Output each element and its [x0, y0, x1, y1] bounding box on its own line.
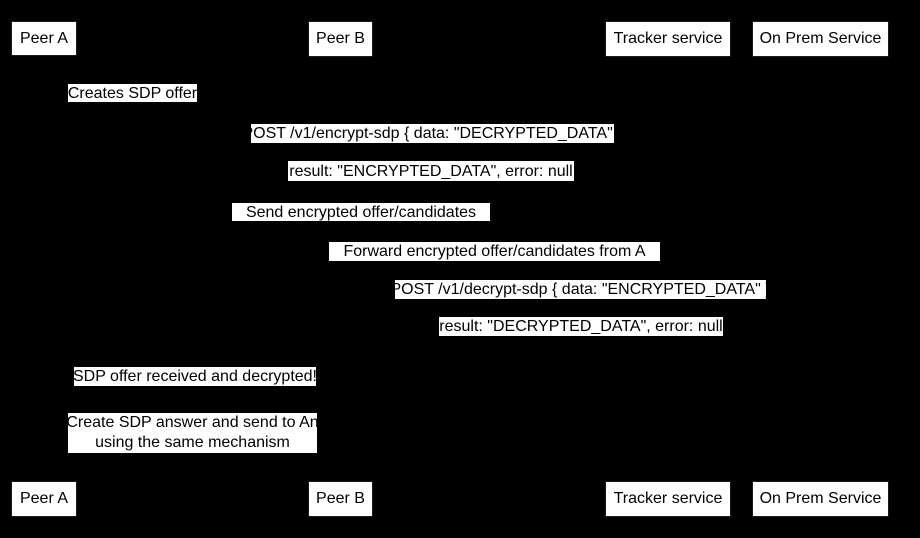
message-decrypt-result: { result: "DECRYPTED_DATA", error: null …: [429, 317, 733, 336]
actor-peer-b-bottom: Peer B: [308, 481, 373, 517]
message-send-encrypted-offer: Send encrypted offer/candidates: [232, 203, 490, 221]
note-line-2: using the same mechanism: [95, 434, 290, 451]
actor-on-prem-service-bottom: On Prem Service: [752, 481, 889, 517]
message-creates-sdp-offer: Creates SDP offer: [67, 84, 198, 102]
note-line-1: Create SDP answer and send to An: [66, 414, 319, 431]
message-forward-encrypted-offer: Forward encrypted offer/candidates from …: [329, 242, 660, 261]
actor-tracker-service-bottom: Tracker service: [605, 481, 731, 517]
message-encrypt-result: { result: "ENCRYPTED_DATA", error: null …: [279, 161, 583, 181]
actor-on-prem-service-top: On Prem Service: [752, 21, 889, 57]
message-post-encrypt-sdp: POST /v1/encrypt-sdp { data: "DECRYPTED_…: [242, 124, 623, 143]
message-post-decrypt-sdp: POST /v1/decrypt-sdp { data: "ENCRYPTED_…: [390, 280, 771, 299]
actor-peer-a-bottom: Peer A: [11, 481, 77, 517]
message-sdp-offer-received: SDP offer received and decrypted!: [73, 367, 317, 386]
actor-tracker-service-top: Tracker service: [605, 21, 731, 57]
actor-peer-b-top: Peer B: [308, 21, 373, 57]
actor-peer-a-top: Peer A: [11, 21, 77, 56]
note-create-sdp-answer: Create SDP answer and send to An using t…: [66, 413, 319, 453]
